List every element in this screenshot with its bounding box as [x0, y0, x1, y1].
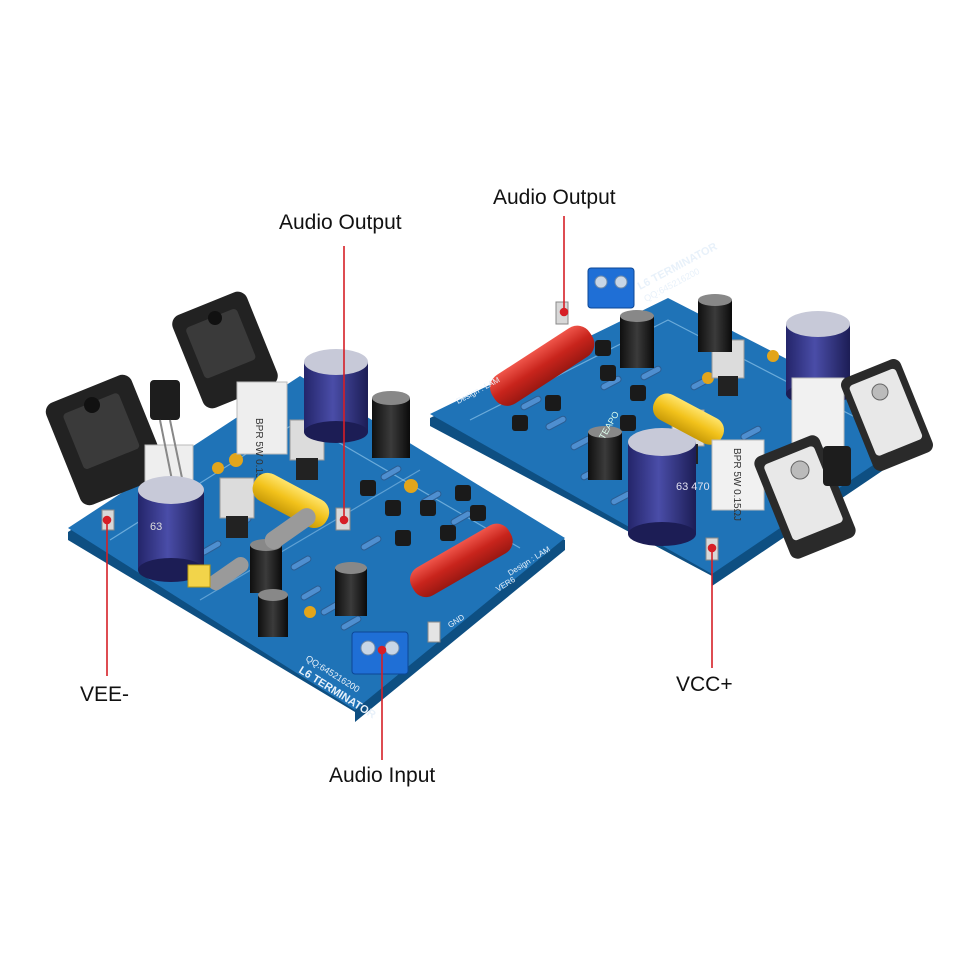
- left-top-capacitor: [304, 349, 368, 443]
- label-vee: VEE-: [80, 683, 130, 706]
- left-amplifier-board: BPR 5W 0.15ΩJ 63: [45, 291, 565, 722]
- right-amplifier-board: 63 470 TEAPO BPR 5W 0.15ΩJ: [430, 241, 933, 586]
- annotation-lines: [102, 216, 717, 760]
- right-power-transistor-2: [841, 359, 933, 471]
- label-vcc: VCC+: [676, 673, 733, 696]
- right-red-capacitor: [490, 325, 595, 406]
- right-cap-marking: 63 470: [676, 481, 710, 493]
- right-small-transistors: [512, 340, 646, 431]
- svg-text:63: 63: [150, 521, 162, 533]
- svg-text:BPR 5W 0.15ΩJ: BPR 5W 0.15ΩJ: [253, 418, 264, 491]
- left-red-capacitor: [409, 523, 513, 598]
- right-main-capacitor: 63 470: [628, 428, 710, 546]
- left-power-transistor-2: BPR 5W 0.15ΩJ: [172, 291, 288, 491]
- right-audio-output-terminal: [587, 267, 635, 309]
- left-driver-transistor: [150, 380, 183, 481]
- right-resistor-marking: BPR 5W 0.15ΩJ: [731, 448, 742, 521]
- label-audio-output-right: Audio Output: [493, 186, 616, 209]
- label-audio-input: Audio Input: [329, 764, 436, 787]
- left-small-transistors: [360, 480, 486, 546]
- label-audio-output-left: Audio Output: [279, 211, 402, 234]
